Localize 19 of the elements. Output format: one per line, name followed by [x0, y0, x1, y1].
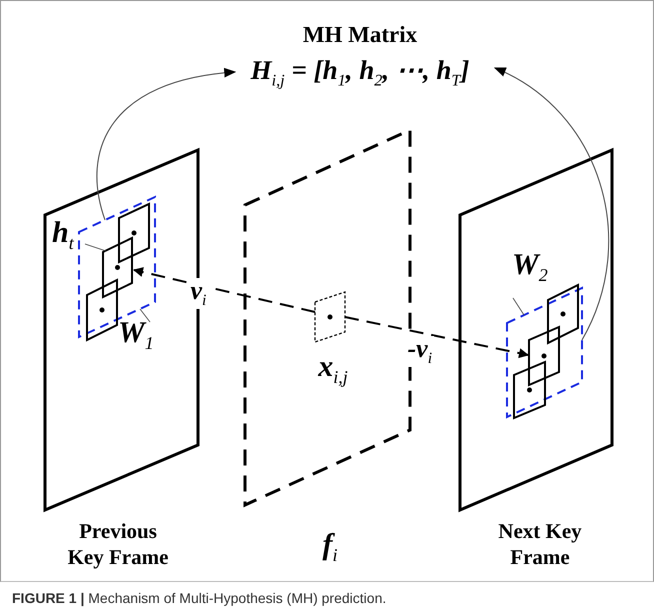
leader-line	[140, 308, 150, 322]
symbol-label: h$_{t}$	[52, 218, 74, 252]
edge-label: v$_{i}$	[188, 278, 208, 309]
leader-line	[84, 244, 106, 252]
curved-arrow	[494, 67, 610, 340]
caption: FIGURE 1 | Mechanism of Multi-Hypothesis (MH) prediction.	[12, 590, 388, 606]
dashed-arrow	[344, 316, 529, 358]
frame-label: Next Key Frame	[497, 518, 583, 570]
symbol-label: f$_{i}$	[321, 530, 338, 564]
frame-label: Previous Key Frame	[66, 518, 170, 570]
symbol-label: W$_{1}$	[118, 318, 154, 352]
dashed-arrow	[133, 267, 316, 313]
curved-arrow	[96, 68, 236, 220]
formula: H$_{i,j}$ = [h$_{1}$, h$_{2}$, ⋯, h$_{T}$]	[250, 54, 470, 92]
edge-label: -v$_{i}$	[406, 336, 434, 367]
symbol-label: x$_{i,j}$	[316, 352, 349, 386]
symbol-label: W$_{2}$	[512, 250, 548, 284]
leader-line	[512, 298, 524, 316]
heading: MH Matrix	[302, 21, 418, 49]
